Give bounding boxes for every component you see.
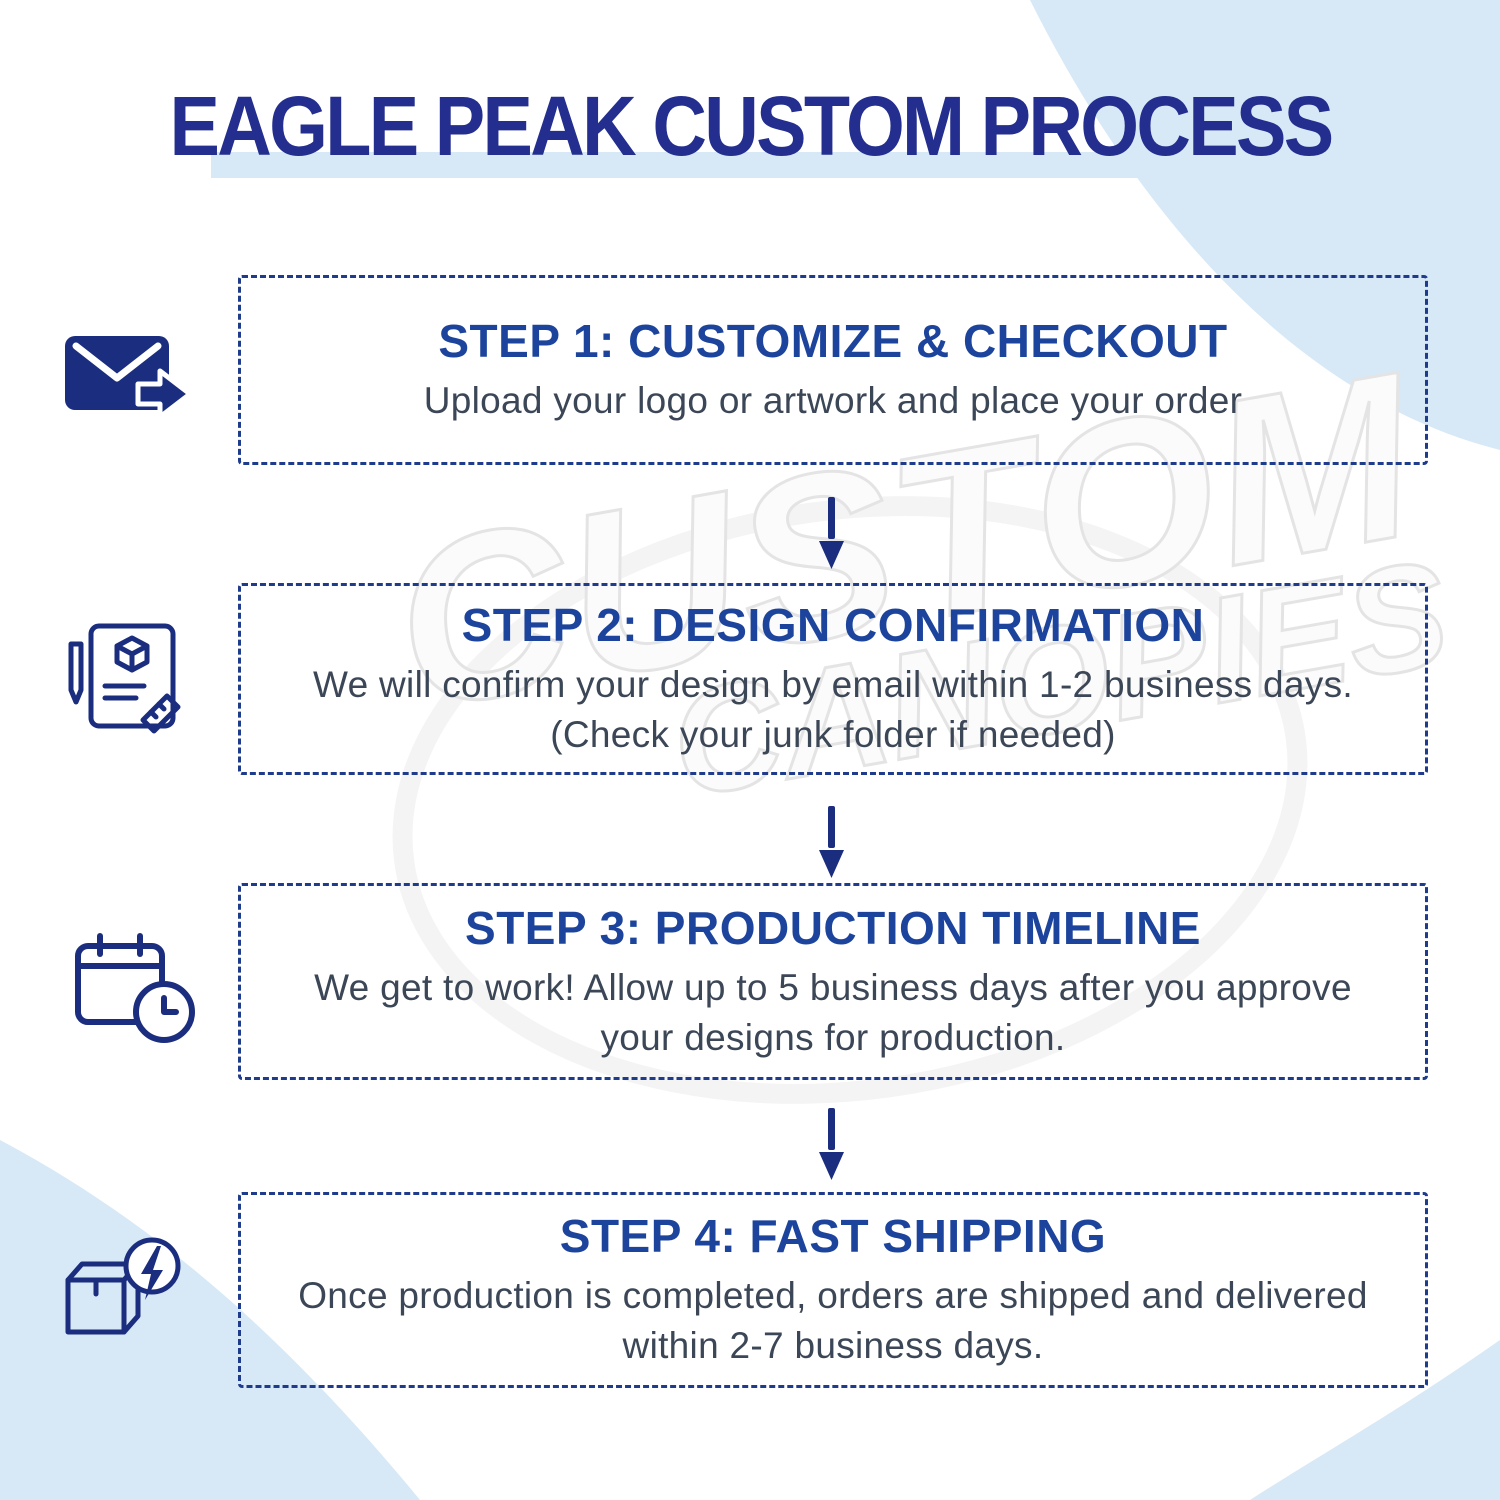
design-document-icon [68, 623, 181, 734]
step-4-box: STEP 4: FAST SHIPPING Once production is… [238, 1192, 1428, 1388]
step-3-box: STEP 3: PRODUCTION TIMELINE We get to wo… [238, 883, 1428, 1080]
step-4-body: Once production is completed, orders are… [298, 1275, 1368, 1366]
arrow-down-icon [819, 806, 844, 878]
shipping-box-bolt-icon [65, 1237, 181, 1335]
page-title: EAGLE PEAK CUSTOM PROCESS [169, 79, 1334, 173]
calendar-clock-icon [75, 933, 195, 1043]
arrow-down-icon [819, 497, 844, 569]
step-2-box: STEP 2: DESIGN CONFIRMATION We will conf… [238, 583, 1428, 775]
step-4-heading: STEP 4: FAST SHIPPING [559, 1210, 1107, 1263]
step-2-heading: STEP 2: DESIGN CONFIRMATION [461, 599, 1205, 652]
step-2-body: We will confirm your design by email wit… [313, 664, 1353, 755]
title-highlight-bar [211, 152, 1289, 178]
title-area: EAGLE PEAK CUSTOM PROCESS [0, 78, 1500, 178]
step-3-heading: STEP 3: PRODUCTION TIMELINE [465, 901, 1201, 954]
email-forward-icon [65, 336, 193, 420]
arrow-down-icon [819, 1108, 844, 1180]
step-1-box: STEP 1: CUSTOMIZE & CHECKOUT Upload your… [238, 275, 1428, 465]
step-1-body: Upload your logo or artwork and place yo… [423, 380, 1243, 422]
step-3-body: We get to work! Allow up to 5 business d… [314, 966, 1352, 1058]
step-1-heading: STEP 1: CUSTOMIZE & CHECKOUT [438, 315, 1228, 368]
